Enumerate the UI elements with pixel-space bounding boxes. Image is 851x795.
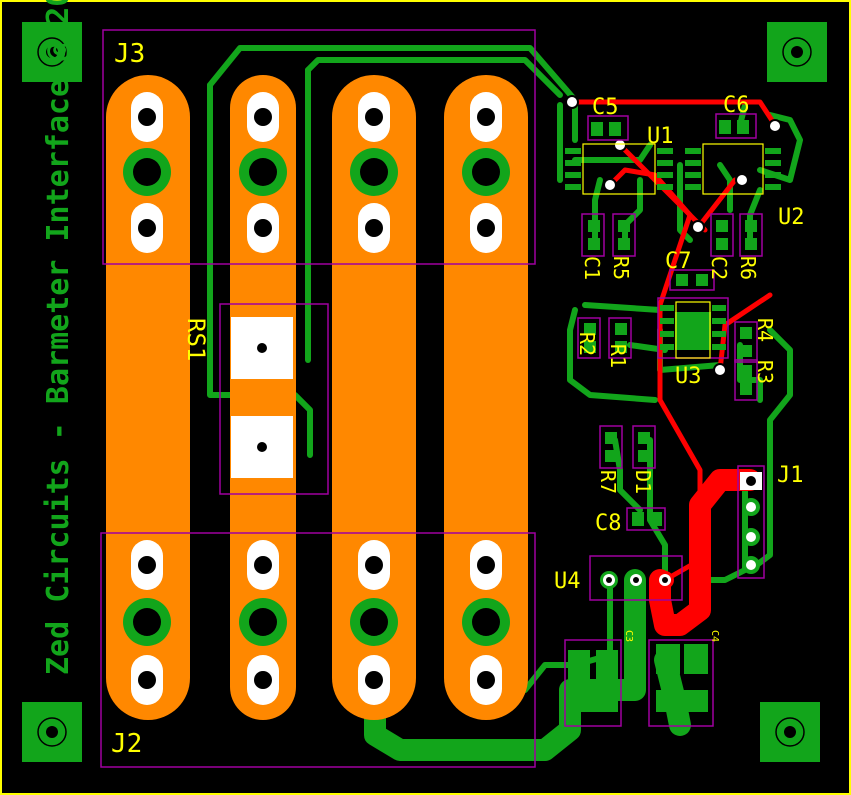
vias <box>565 95 782 377</box>
label-r3: R3 <box>753 360 777 384</box>
label-rs1: RS1 <box>182 318 210 361</box>
smd-pads <box>565 120 781 712</box>
label-r6: R6 <box>736 256 760 280</box>
courtyards <box>100 29 765 768</box>
label-j1: J1 <box>777 463 804 488</box>
j3-pin-3 <box>350 92 398 253</box>
reference-designators: J3 J2 J1 U1 U2 U3 U4 C5 C6 C7 C8 C1 R5 C… <box>111 39 805 759</box>
label-c3: C3 <box>623 630 634 642</box>
label-u3: U3 <box>675 364 702 389</box>
label-c4: C4 <box>709 630 720 642</box>
label-r7: R7 <box>596 470 620 494</box>
j2-pin-3 <box>350 540 398 705</box>
j3-pin-4 <box>462 92 510 253</box>
label-c5: C5 <box>592 95 619 120</box>
label-r5: R5 <box>609 256 633 280</box>
mount-hole-tl <box>22 22 82 82</box>
mounting-holes <box>22 22 827 762</box>
j3-pin-2 <box>239 92 287 253</box>
u4-pads <box>600 571 674 589</box>
j2-pin-1 <box>123 540 171 705</box>
rs1-pads <box>231 317 293 478</box>
label-c7: C7 <box>665 249 692 274</box>
label-j3: J3 <box>114 39 145 69</box>
label-u1: U1 <box>647 124 674 149</box>
label-c6: C6 <box>723 93 750 118</box>
j3-pads <box>123 92 510 253</box>
top-copper-power <box>649 469 761 636</box>
bus-bars <box>106 75 528 720</box>
label-c2: C2 <box>707 256 731 280</box>
label-r1: R1 <box>606 344 630 368</box>
branding-text: Zed Circuits - Barmeter Interface @ 2017 <box>41 0 76 675</box>
mount-hole-br <box>760 702 820 762</box>
label-d1: D1 <box>631 470 655 494</box>
j2-pin-2 <box>239 540 287 705</box>
label-c8: C8 <box>595 511 622 536</box>
mount-hole-tr <box>767 22 827 82</box>
label-r4: R4 <box>753 318 777 342</box>
j3-pin-1 <box>123 92 171 253</box>
label-r2: R2 <box>575 332 599 356</box>
label-u4: U4 <box>554 569 581 594</box>
j2-pads <box>123 540 510 705</box>
mount-hole-bl <box>22 702 82 762</box>
bottom-copper-traces <box>207 45 803 703</box>
j2-pin-4 <box>462 540 510 705</box>
label-u2: U2 <box>778 205 805 230</box>
label-c1: C1 <box>580 256 604 280</box>
label-j2: J2 <box>111 729 142 759</box>
j1-pads <box>740 472 762 574</box>
silk-outlines <box>582 143 764 359</box>
